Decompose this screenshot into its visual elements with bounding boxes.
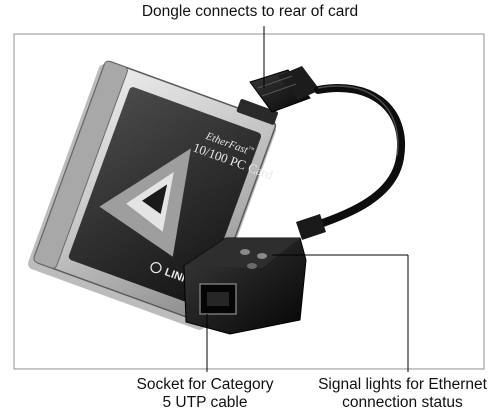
card-rear-connector <box>236 99 279 125</box>
card-arrow-mark <box>142 184 168 214</box>
cable-highlight <box>317 85 399 157</box>
callout-socket: Socket for Category 5 UTP cable <box>110 376 300 412</box>
signal-light-1 <box>240 249 250 255</box>
rj45-dongle <box>183 237 307 335</box>
card-edge-rail <box>33 60 128 269</box>
callout-dongle-connects: Dongle connects to rear of card <box>141 3 359 20</box>
rj45-socket-inner <box>207 292 229 306</box>
callout-signal-lights: Signal lights for Ethernet connection st… <box>305 376 500 412</box>
cable-strain-relief <box>296 214 326 240</box>
callout-socket-line2: 5 UTP cable <box>162 394 248 411</box>
dongle-plug <box>249 66 320 113</box>
callout-socket-line1: Socket for Category <box>136 376 274 393</box>
card-logo-mark-icon <box>150 261 162 274</box>
signal-light-2 <box>257 253 267 259</box>
dongle-cable <box>310 84 406 230</box>
signal-light-3 <box>247 263 257 269</box>
callout-signal-line1: Signal lights for Ethernet <box>318 376 487 393</box>
callout-signal-line2: connection status <box>342 394 463 411</box>
